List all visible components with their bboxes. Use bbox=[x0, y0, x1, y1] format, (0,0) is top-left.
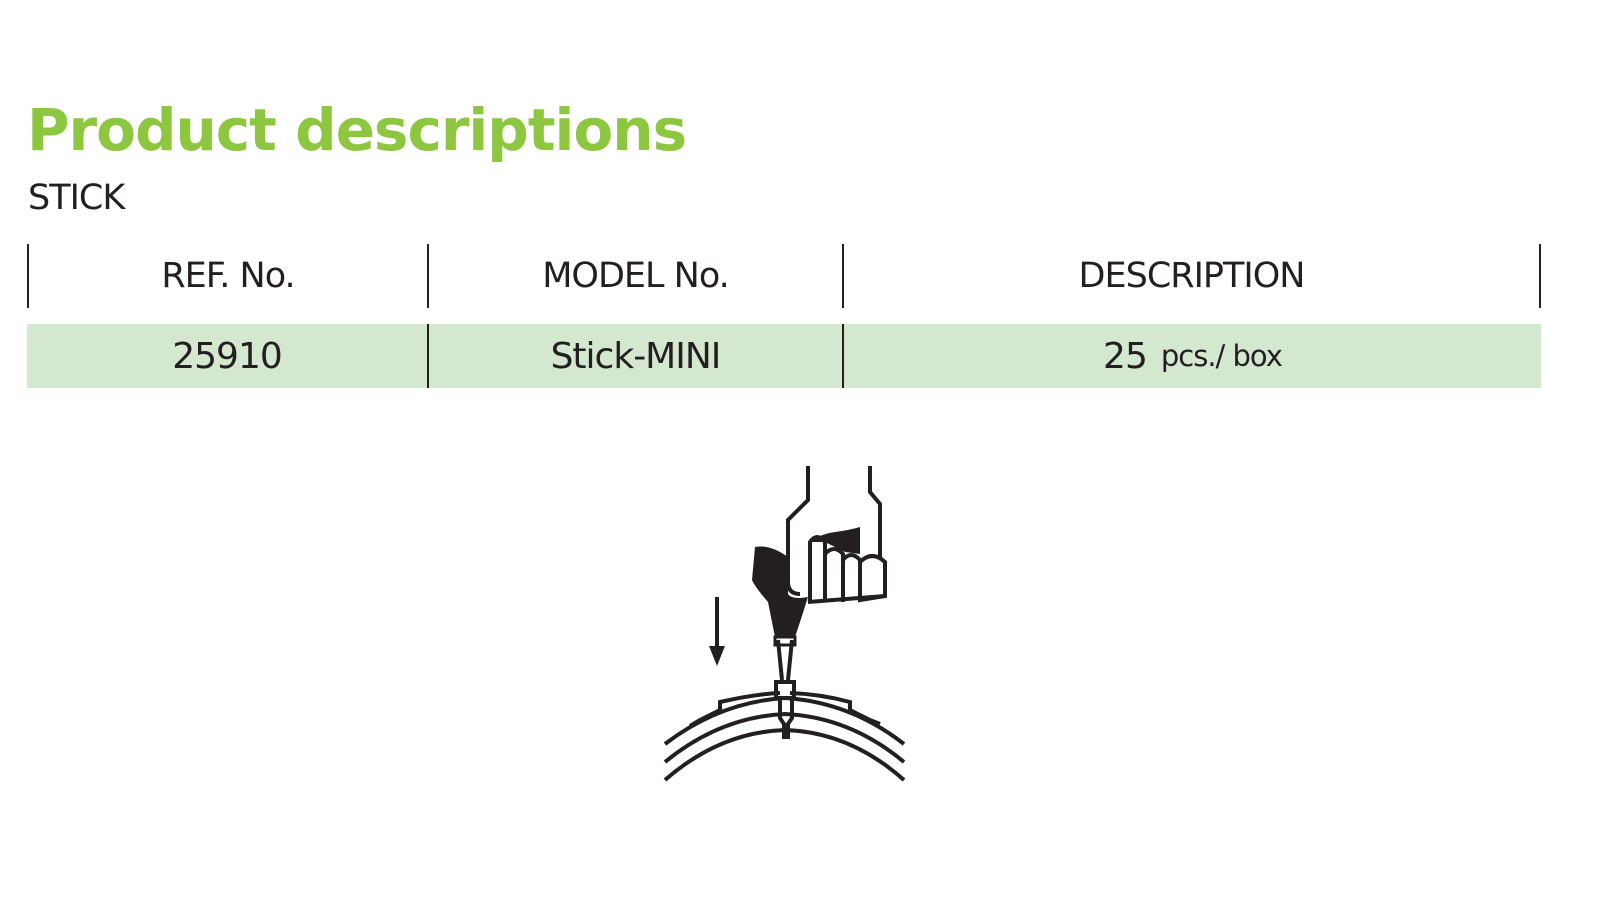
product-table: REF. No. MODEL No. DESCRIPTION 25910 Sti… bbox=[27, 244, 1541, 388]
stick-insertion-illustration bbox=[663, 466, 906, 782]
quantity: 25 bbox=[1103, 335, 1148, 377]
cell-ref-no: 25910 bbox=[172, 335, 283, 377]
page-title: Product descriptions bbox=[27, 96, 687, 164]
header-model-no: MODEL No. bbox=[427, 244, 842, 308]
table-row: 25910 Stick-MINI 25 pcs./ box bbox=[27, 324, 1541, 388]
table-header: REF. No. MODEL No. DESCRIPTION bbox=[27, 244, 1541, 308]
header-ref-no: REF. No. bbox=[27, 244, 427, 308]
quantity-unit: pcs./ box bbox=[1160, 339, 1283, 373]
down-arrow-icon bbox=[709, 597, 725, 666]
cell-description: 25 pcs./ box bbox=[842, 324, 1541, 388]
cell-model-no: Stick-MINI bbox=[427, 324, 842, 388]
section-subtitle: STICK bbox=[28, 178, 125, 218]
header-description: DESCRIPTION bbox=[842, 244, 1541, 308]
